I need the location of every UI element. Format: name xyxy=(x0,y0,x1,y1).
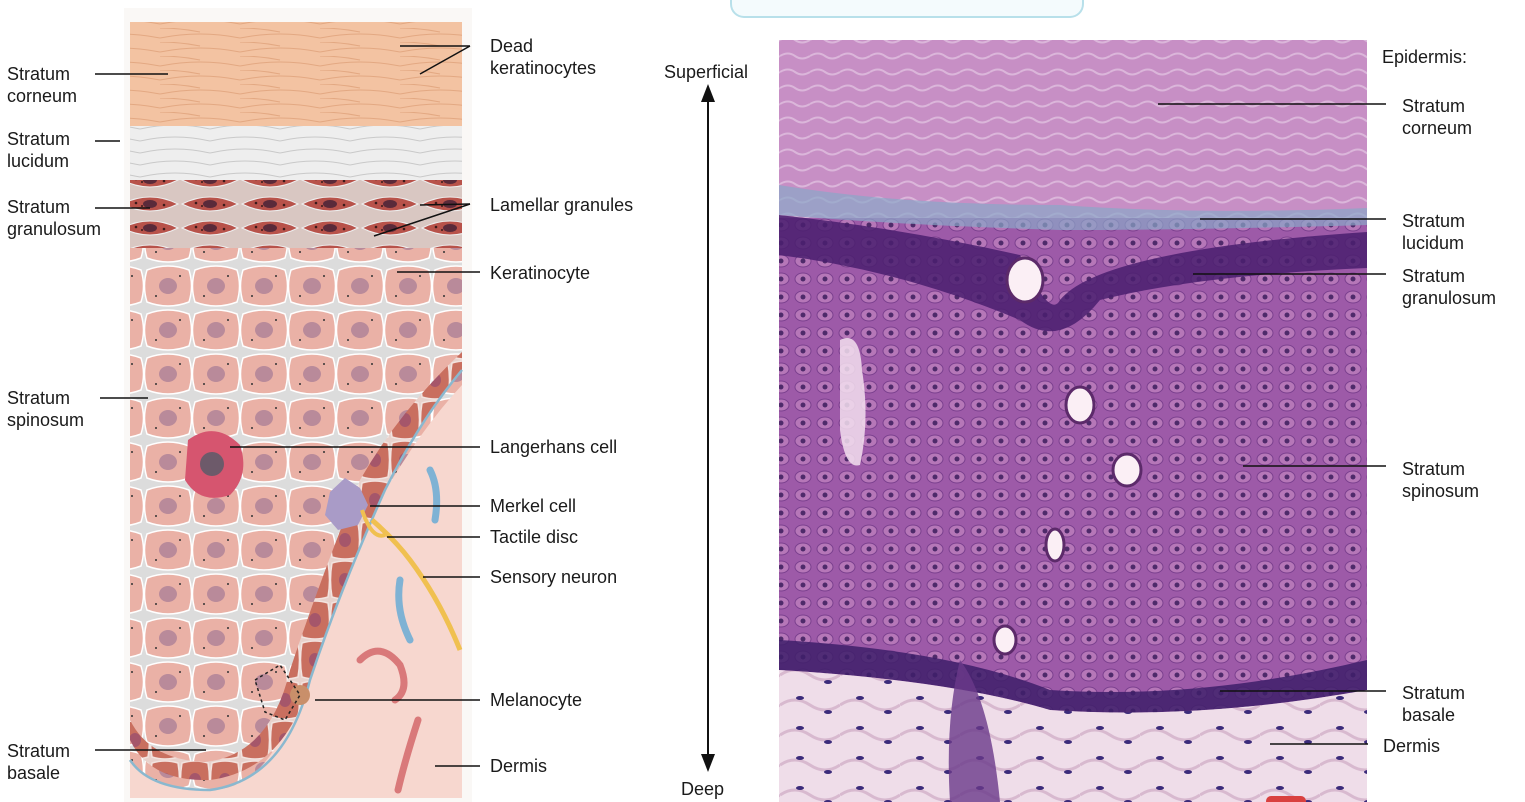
label-tactile-disc: Tactile disc xyxy=(490,526,578,548)
label-sensory-neuron: Sensory neuron xyxy=(490,566,617,588)
sweat-duct-2 xyxy=(1066,387,1094,423)
axis-arrowhead-up xyxy=(701,84,715,102)
micrograph-corneum xyxy=(779,40,1367,218)
superficial-deep-axis xyxy=(701,84,715,772)
sweat-duct-3 xyxy=(1113,454,1141,486)
label-lamellar-granules: Lamellar granules xyxy=(490,194,633,216)
langerhans-nucleus xyxy=(200,452,224,476)
melanocyte-body xyxy=(290,685,310,705)
axis-label-deep: Deep xyxy=(681,778,724,800)
label-melanocyte: Melanocyte xyxy=(490,689,582,711)
corner-marker xyxy=(1266,796,1306,802)
axis-label-superficial: Superficial xyxy=(664,61,748,83)
label-keratinocyte: Keratinocyte xyxy=(490,262,590,284)
lucidum-layer xyxy=(130,126,462,182)
label-langerhans-cell: Langerhans cell xyxy=(490,436,617,458)
corneum-layer xyxy=(130,22,462,132)
sweat-duct-5 xyxy=(994,626,1016,654)
sweat-duct-4 xyxy=(1046,529,1064,561)
micrograph xyxy=(779,40,1367,802)
skin-illustration xyxy=(124,8,472,802)
label-merkel-cell: Merkel cell xyxy=(490,495,576,517)
label-dermis-micrograph: Dermis xyxy=(1383,735,1440,757)
sweat-duct-1 xyxy=(1007,258,1043,302)
label-dermis-illustration: Dermis xyxy=(490,755,547,777)
label-epidermis-heading: Epidermis: xyxy=(1382,46,1467,68)
granulosum-layer xyxy=(130,180,462,250)
axis-arrowhead-down xyxy=(701,754,715,772)
